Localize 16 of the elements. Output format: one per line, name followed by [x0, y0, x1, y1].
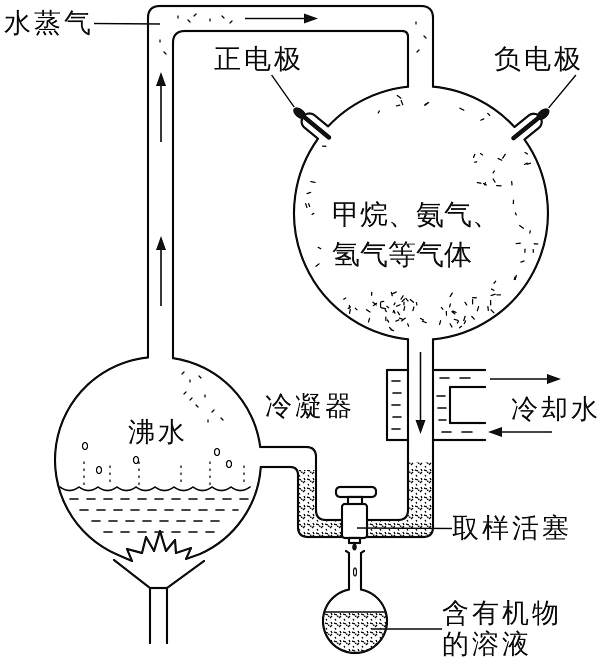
- part-label: 水蒸气: [4, 8, 94, 39]
- part-label: 沸水: [128, 417, 188, 448]
- part-label: 正电极: [214, 44, 304, 75]
- part-label: 含有机物的溶液: [442, 598, 564, 660]
- electrode: [293, 107, 332, 140]
- leader-line: [271, 74, 295, 108]
- part-label: 冷却水: [511, 394, 601, 425]
- part-label: 冷凝器: [265, 391, 355, 422]
- part-label: 取样活塞: [452, 513, 572, 544]
- part-label: 甲烷、氨气、氢气等气体: [332, 197, 501, 273]
- electrode: [511, 108, 550, 140]
- leader-line: [357, 527, 452, 530]
- leader-line: [372, 628, 442, 630]
- part-label: 负电极: [494, 44, 584, 75]
- leader-line: [548, 74, 576, 108]
- leader-line: [94, 22, 160, 25]
